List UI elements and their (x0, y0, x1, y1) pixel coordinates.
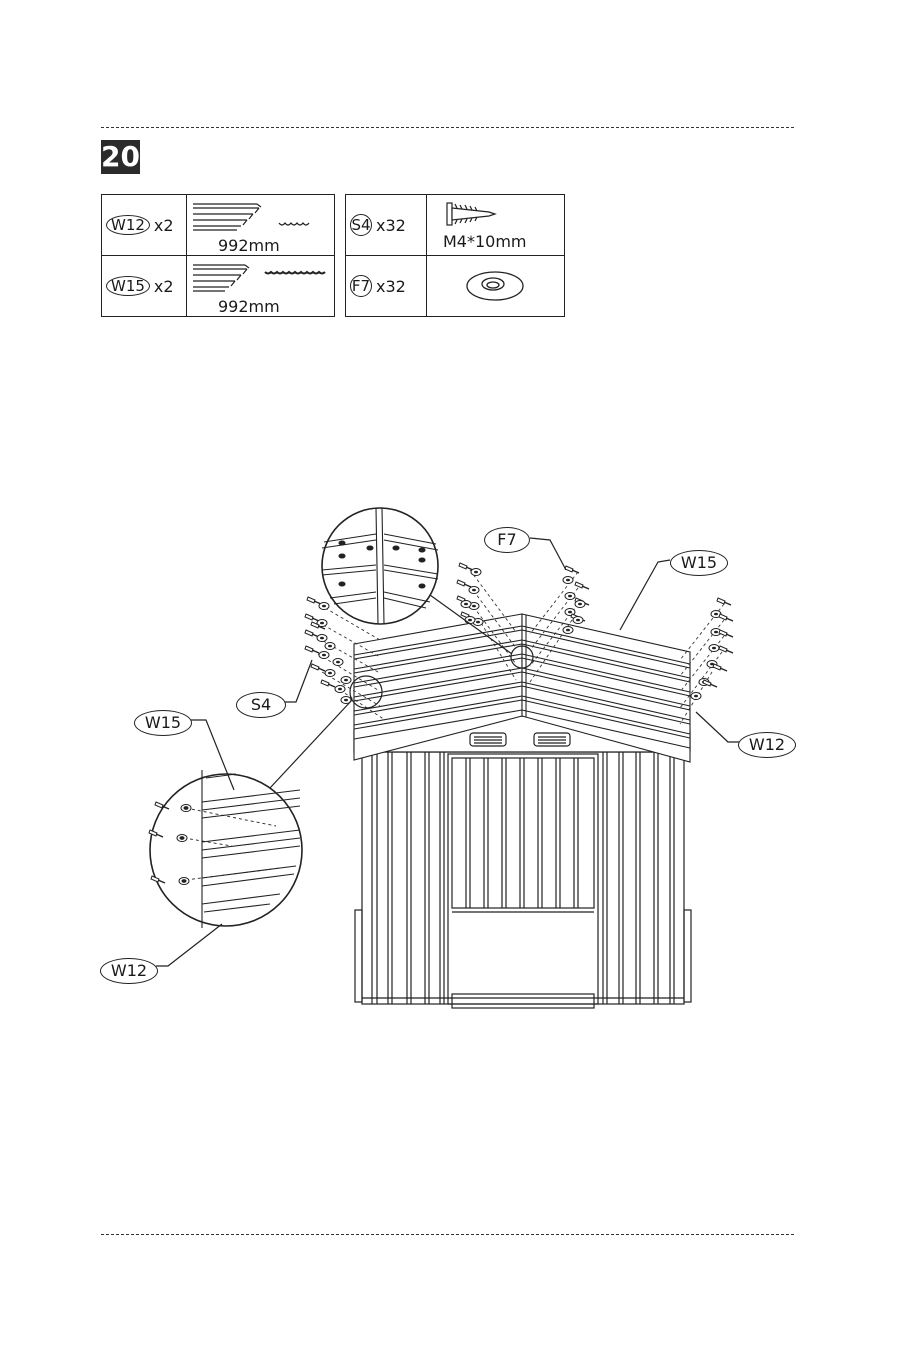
callout-s4: S4 (236, 692, 286, 718)
screw-cluster-ridge-left (457, 563, 483, 626)
detail-overlap (149, 770, 302, 928)
shed-body (355, 752, 691, 1008)
callout-w12-right: W12 (738, 732, 796, 758)
screw-cluster-left (305, 597, 351, 704)
callout-w15-top: W15 (670, 550, 728, 576)
bottom-divider (101, 1234, 794, 1235)
screw-cluster-right (691, 598, 733, 700)
screw-cluster-ridge-right (563, 566, 589, 634)
detail-ridge (322, 508, 438, 624)
callout-w15-left: W15 (134, 710, 192, 736)
callout-w12-left: W12 (100, 958, 158, 984)
callout-f7: F7 (484, 527, 530, 553)
